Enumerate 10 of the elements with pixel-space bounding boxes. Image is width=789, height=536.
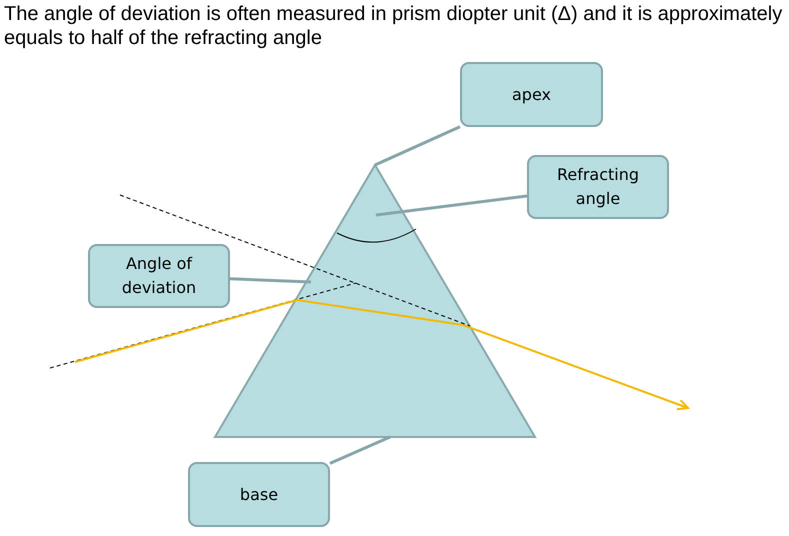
- leader-line: [374, 125, 461, 166]
- callout-bubble: base: [188, 462, 330, 527]
- leader-line: [376, 194, 528, 217]
- prism-triangle: [213, 163, 537, 438]
- callout-bubble: Angle of deviation: [88, 244, 230, 308]
- callout-bubble: apex: [460, 62, 603, 127]
- callout-bubble: Refracting angle: [527, 155, 669, 219]
- leader-line: [230, 277, 312, 284]
- title-text: The angle of deviation is often measured in prism diopter unit (Δ) and it is approximately equals to half of the refracting angle: [4, 2, 784, 50]
- leader-line: [329, 436, 391, 465]
